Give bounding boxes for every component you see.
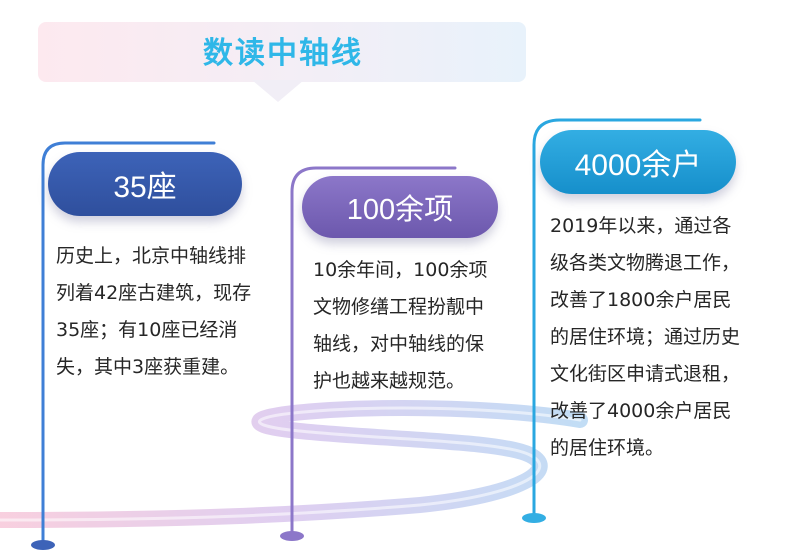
card3-text: 2019年以来，通过各 级各类文物腾退工作， 改善了1800余户居民 的居住环境… [550, 215, 741, 459]
card3-frame [532, 118, 702, 520]
page-title: 数读中轴线 [203, 36, 363, 71]
card1-text: 历史上，北京中轴线排 列着42座古建筑，现存 35座；有10座已经消 失，其中3… [56, 245, 252, 378]
ribbon-shine [0, 406, 582, 522]
card1-frame [41, 141, 216, 547]
card3-heading-badge: 4000余户 [540, 130, 736, 194]
card1-heading-badge: 35座 [48, 152, 242, 216]
title-banner [38, 22, 526, 82]
card2-frame [290, 166, 457, 538]
card1-base-dot [31, 540, 55, 550]
card3-base-dot [522, 513, 546, 523]
ribbon-band [0, 400, 588, 528]
card2-heading-badge: 100余项 [302, 176, 498, 238]
card2-base-dot [280, 531, 304, 541]
card2-text: 10余年间，100余项 文物修缮工程扮靓中 轴线，对中轴线的保 护也越来越规范。 [313, 259, 488, 392]
title-pointer [252, 80, 304, 102]
